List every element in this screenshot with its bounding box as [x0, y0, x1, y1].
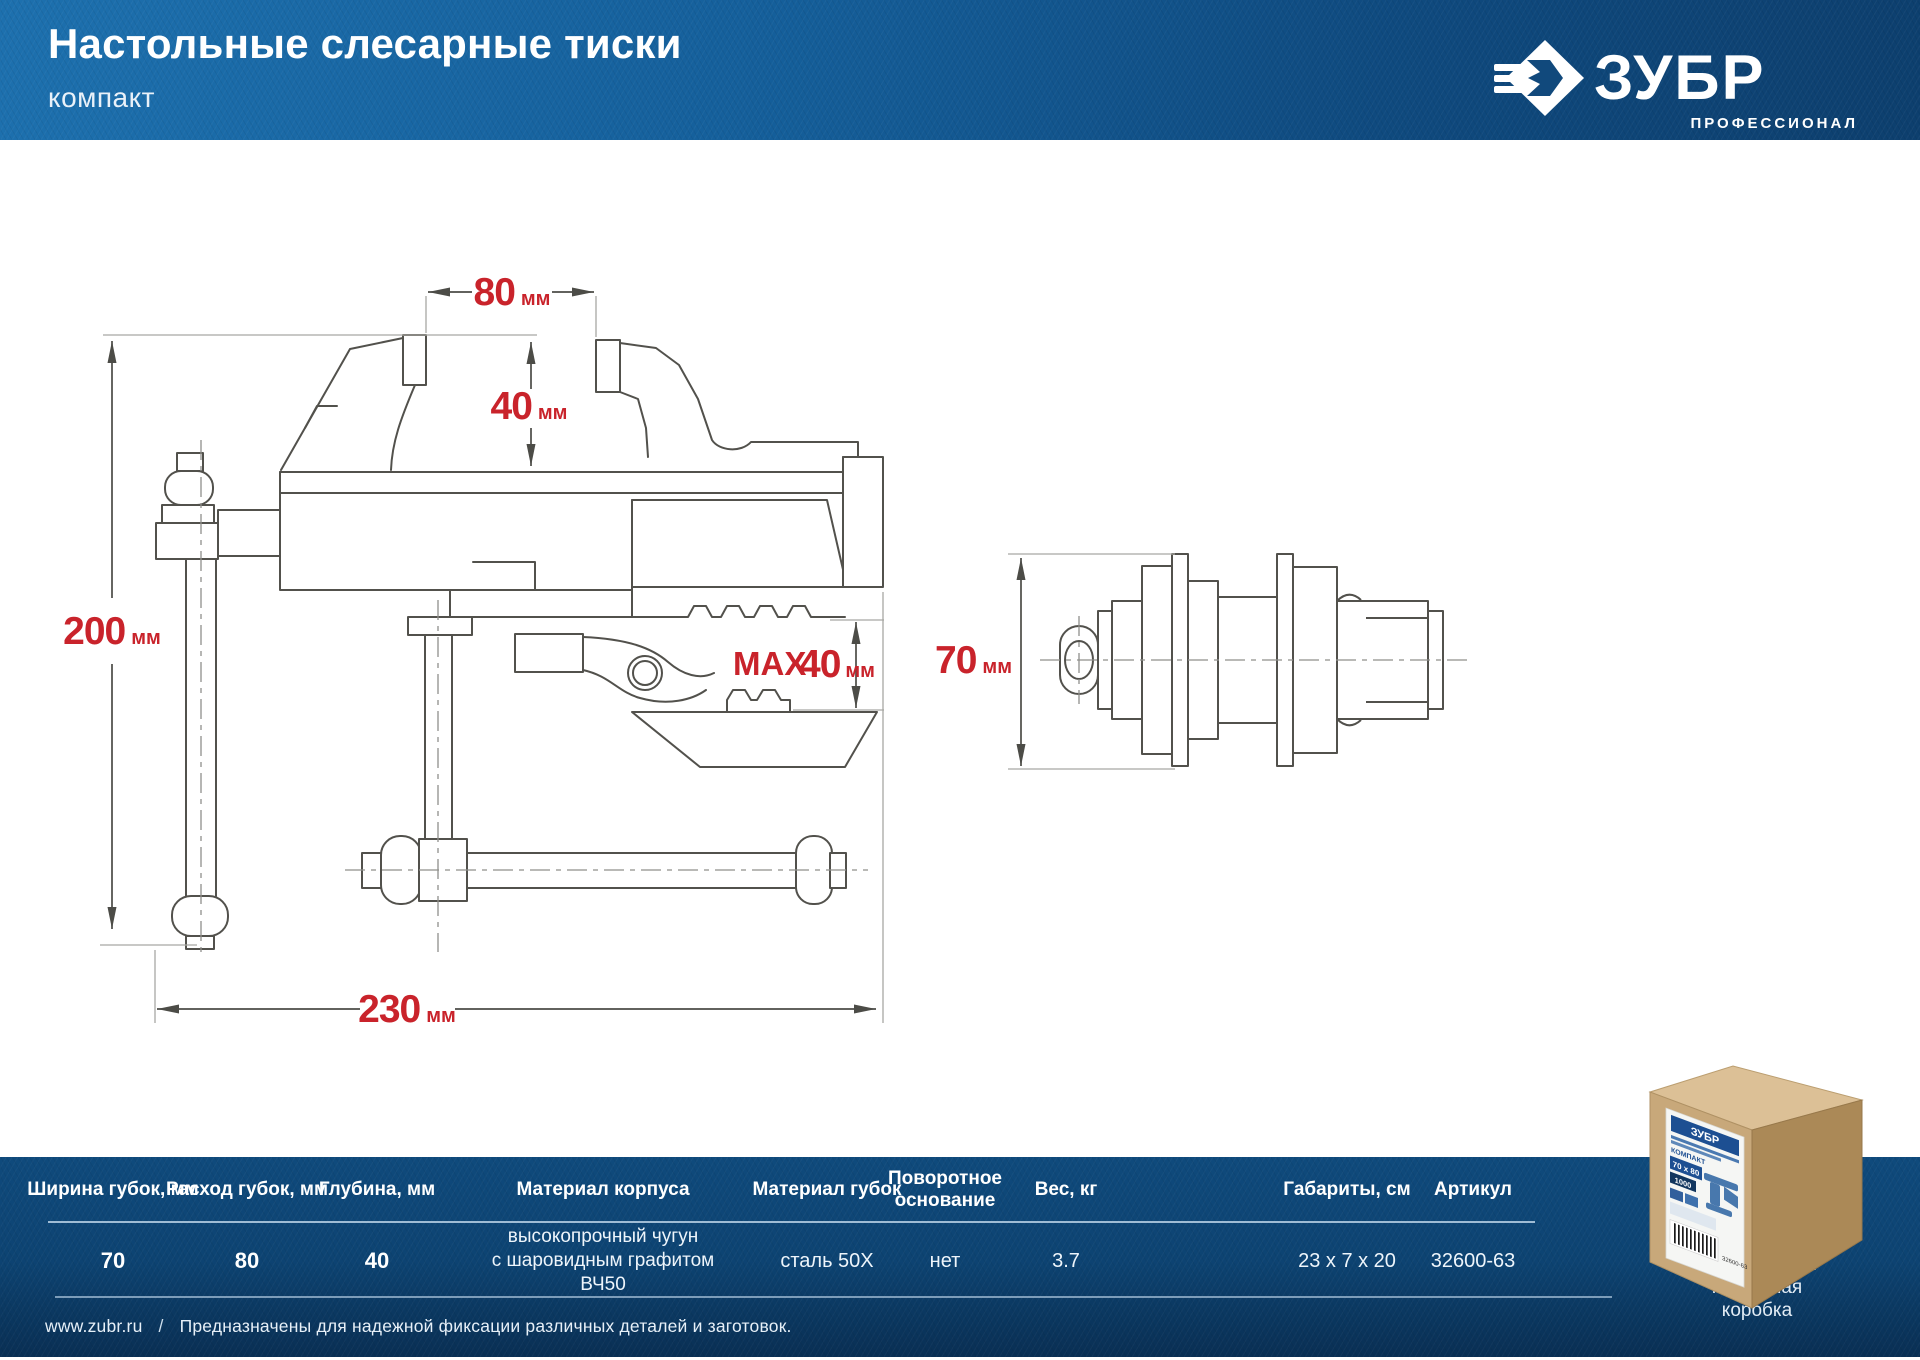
front-view-drawing [155, 334, 884, 950]
page-title: Настольные слесарные тиски [48, 20, 682, 67]
reference-lines [100, 296, 1175, 1023]
dimension-label-max: MAX [733, 645, 806, 682]
table-cell: 3.7 [1052, 1250, 1080, 1272]
table-cell: 80 [234, 1248, 260, 1273]
table-cell: 40 [364, 1248, 390, 1273]
spec-table: Ширина губок, мм Расход губок, мм Глубин… [0, 1157, 1920, 1357]
footer-divider [55, 1296, 1612, 1298]
site-link[interactable]: www.zubr.ru [45, 1315, 143, 1336]
header-banner: Настольные слесарные тиски компакт ЗУБР … [0, 0, 1920, 140]
table-cell: высокопрочный чугун с шаровидным графито… [491, 1226, 715, 1295]
brand-name: ЗУБР [1594, 43, 1766, 113]
column-header: Расход губок, мм [165, 1179, 329, 1200]
table-cell: 70 [100, 1248, 126, 1273]
table-cell: сталь 50Х [780, 1250, 874, 1272]
table-cell: 32600-63 [1430, 1250, 1516, 1272]
table-divider [48, 1221, 1535, 1223]
column-header: Поворотное основание [888, 1168, 1002, 1211]
table-cell: нет [929, 1250, 961, 1272]
center-lines [200, 440, 1468, 958]
footer: www.zubr.ru / Предназначены для надежной… [45, 1309, 792, 1343]
table-cell: 23 x 7 x 20 [1298, 1250, 1396, 1272]
column-header: Вес, кг [1034, 1179, 1098, 1200]
dimension-arrowheads [107, 287, 1026, 1014]
column-header: Ширина губок, мм [27, 1179, 199, 1200]
column-header: Материал корпуса [516, 1179, 690, 1200]
column-header: Материал губок [752, 1179, 902, 1200]
column-header: Артикул [1434, 1179, 1512, 1200]
package-box-image: ЗУБР КОМПАКТ 70 x 80 1000 32600-63 [1648, 1065, 1864, 1309]
box-label: ЗУБР КОМПАКТ 70 x 80 1000 32600-63 [1665, 1107, 1748, 1288]
zubr-bison-icon [1494, 40, 1584, 116]
footer-description: Предназначены для надежной фиксации разл… [179, 1315, 792, 1336]
column-header: Глубина, мм [318, 1179, 436, 1200]
brand-logo: ЗУБР ПРОФЕССИОНАЛ [1494, 40, 1858, 132]
page-subtitle: компакт [48, 82, 156, 113]
brand-tagline: ПРОФЕССИОНАЛ [1690, 115, 1858, 132]
footer-separator: / [158, 1315, 164, 1336]
column-header: Габариты, см [1283, 1179, 1411, 1200]
box-label-vise-picture [1704, 1172, 1738, 1218]
box-side-face [1751, 1099, 1863, 1309]
